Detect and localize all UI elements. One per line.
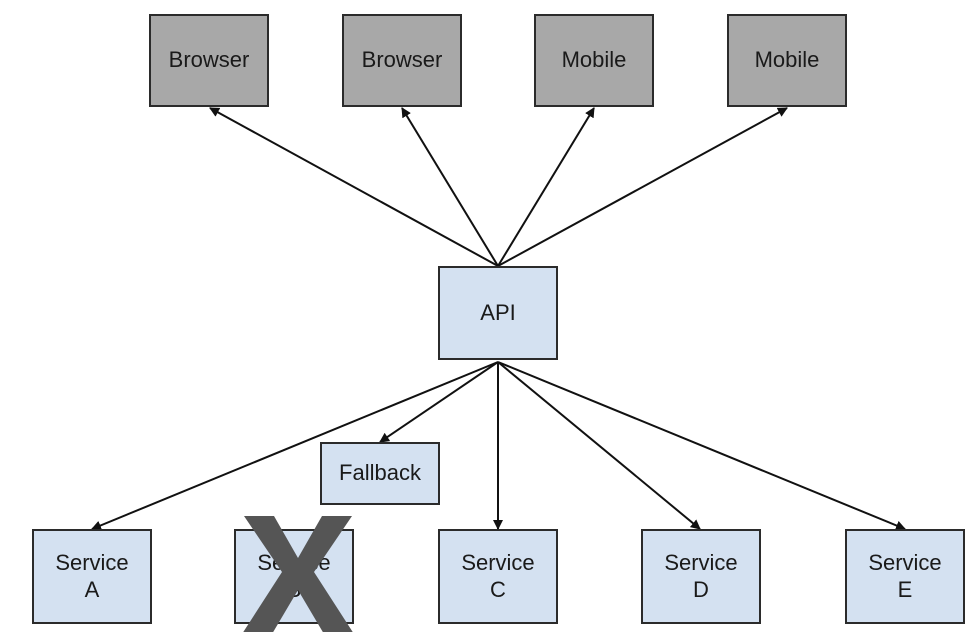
mobile-node-2: Mobile	[727, 14, 847, 107]
browser-node-1: Browser	[149, 14, 269, 107]
edge-api-to-service-e	[497, 361, 906, 531]
service-b-node: Service B	[234, 529, 354, 624]
edge-api-to-browser-2	[401, 107, 499, 267]
edge-api-to-browser-1	[209, 107, 499, 267]
service-e-node: Service E	[845, 529, 965, 624]
edge-api-to-service-a	[91, 361, 499, 531]
edge-api-to-mobile-1	[497, 107, 595, 267]
edge-api-to-fallback	[379, 361, 499, 443]
service-c-label-line1: Service	[461, 550, 535, 576]
service-c-node: Service C	[438, 529, 558, 624]
browser-node-2-label: Browser	[361, 47, 443, 73]
api-node-label: API	[480, 299, 516, 325]
browser-node-1-label: Browser	[168, 47, 250, 73]
service-d-label-line2: D	[693, 576, 709, 602]
mobile-node-1-label: Mobile	[561, 47, 627, 73]
fallback-node: Fallback	[320, 442, 440, 505]
service-b-label-line1: Service	[257, 550, 331, 576]
service-a-label-line1: Service	[55, 550, 129, 576]
service-e-label-line2: E	[897, 576, 913, 602]
service-a-label-line2: A	[84, 576, 100, 602]
mobile-node-1: Mobile	[534, 14, 654, 107]
service-a-node: Service A	[32, 529, 152, 624]
api-node: API	[438, 266, 558, 360]
browser-node-2: Browser	[342, 14, 462, 107]
service-e-label-line1: Service	[868, 550, 942, 576]
edge-api-to-service-d	[497, 361, 701, 530]
mobile-node-2-label: Mobile	[754, 47, 820, 73]
service-d-label-line1: Service	[664, 550, 738, 576]
service-b-label-line2: B	[286, 576, 302, 602]
fallback-node-label: Fallback	[339, 460, 421, 486]
service-d-node: Service D	[641, 529, 761, 624]
service-c-label-line2: C	[490, 576, 506, 602]
edge-api-to-mobile-2	[497, 107, 788, 267]
